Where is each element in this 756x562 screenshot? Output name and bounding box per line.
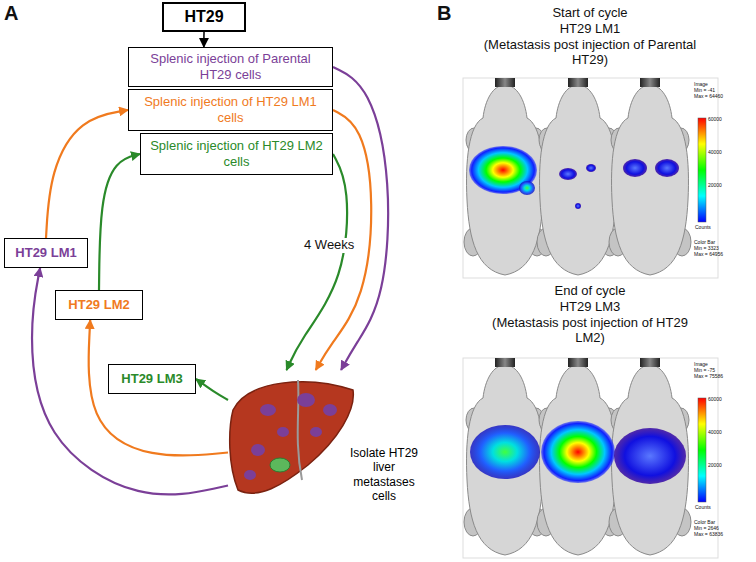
- time-label: 4 Weeks: [302, 238, 356, 253]
- panel-heading: End of cycle: [480, 284, 700, 299]
- source-box: HT29: [162, 2, 246, 32]
- panel-heading: HT29 LM3: [480, 300, 700, 315]
- bioluminescence-signal: [586, 164, 596, 172]
- metastasis-spot: [323, 404, 337, 416]
- color-bar-text: Min = 2646: [694, 526, 719, 532]
- cycle-arrow: [99, 154, 140, 290]
- image-frame: [463, 78, 718, 278]
- panel-letter: A: [4, 2, 18, 25]
- color-bar-text: 60000: [708, 117, 722, 123]
- box-text: HT29 LM2: [68, 297, 129, 313]
- liver-illustration: [228, 370, 358, 505]
- panel-heading: (Metastasis post injection of HT29 LM2): [480, 316, 700, 346]
- color-bar-text: 20000: [708, 183, 722, 189]
- bioluminescence-signal: [470, 425, 540, 479]
- liver-node: Isolate HT29 liver metastases cells: [228, 370, 423, 520]
- box-text: HT29: [184, 7, 223, 26]
- cycle-arrow: [46, 110, 128, 238]
- color-bar-text: Min = -75: [694, 368, 715, 374]
- bioluminescence-signal: [655, 159, 679, 177]
- color-bar-text: Image: [694, 362, 708, 368]
- panel-heading: HT29 LM1: [480, 22, 700, 37]
- step-note: Isolate HT29 liver metastases cells: [346, 446, 422, 504]
- bioluminescence-signal: [469, 146, 537, 194]
- nose-cone: [495, 78, 515, 87]
- color-bar: [698, 118, 706, 222]
- imaging-panel-end: [463, 358, 718, 558]
- mouse: [609, 365, 691, 555]
- bioluminescence-signal: [559, 168, 577, 180]
- bioluminescence-signal: [541, 421, 615, 483]
- bioluminescence-signal: [623, 159, 647, 177]
- bioluminescence-signal: [519, 181, 535, 195]
- color-bar-text: Max = 64460: [694, 94, 723, 100]
- cycle-arrow: [203, 32, 205, 47]
- cell-line-box: HT29 LM1: [4, 238, 88, 268]
- mouse: [464, 85, 546, 275]
- cycle-arrow: [89, 320, 228, 456]
- nose-cone: [640, 358, 660, 367]
- color-bar-text: Color Bar: [694, 520, 715, 526]
- color-bar-text: Max = 75586: [694, 374, 723, 380]
- cycle-arrow: [196, 379, 228, 400]
- color-bar-text: Max = 64956: [694, 252, 723, 258]
- bioluminescence-signal: [575, 203, 581, 209]
- nose-cone: [568, 358, 588, 367]
- metastasis-spot: [251, 444, 265, 456]
- liver-shape: [230, 382, 354, 493]
- panel-letter: B: [437, 2, 451, 25]
- box-text: Splenic injection of HT29 LM2 cells: [147, 138, 326, 169]
- panel-heading: Start of cycle: [480, 6, 700, 21]
- nose-cone: [495, 358, 515, 367]
- nose-cone: [568, 78, 588, 87]
- metastasis-spot: [244, 470, 256, 480]
- color-bar-text: Image: [694, 82, 708, 88]
- box-text: Splenic injection of HT29 LM1 cells: [135, 94, 326, 125]
- box-text: HT29 LM3: [121, 371, 182, 387]
- box-text: Splenic injection of Parental HT29 cells: [135, 51, 326, 82]
- color-bar-text: 40000: [708, 150, 722, 156]
- metastasis-spot: [310, 427, 322, 437]
- mouse: [537, 365, 619, 555]
- color-bar-text: Counts: [695, 505, 711, 511]
- process-box: Splenic injection of HT29 LM2 cells: [140, 133, 333, 175]
- color-bar: [698, 398, 706, 502]
- process-box: Splenic injection of Parental HT29 cells: [128, 47, 333, 87]
- mouse: [464, 365, 546, 555]
- mouse: [537, 85, 619, 275]
- cell-line-box: HT29 LM2: [55, 290, 143, 320]
- imaging-panel-start: [463, 78, 718, 278]
- color-bar-text: Min = 3323: [694, 246, 719, 252]
- metastasis-spot: [277, 427, 289, 437]
- cell-line-box: HT29 LM3: [108, 364, 196, 394]
- image-frame: [463, 358, 718, 558]
- color-bar-text: 20000: [708, 463, 722, 469]
- mouse: [609, 85, 691, 275]
- box-text: HT29 LM1: [15, 245, 76, 261]
- color-bar-text: Max = 63836: [694, 532, 723, 538]
- color-bar-text: 40000: [708, 430, 722, 436]
- process-box: Splenic injection of HT29 LM1 cells: [128, 89, 333, 131]
- gallbladder: [270, 458, 290, 472]
- bioluminescence-signal: [614, 428, 686, 484]
- cycle-arrow: [333, 67, 388, 370]
- cycle-arrow: [32, 268, 228, 494]
- color-bar-text: 60000: [708, 397, 722, 403]
- color-bar-text: Counts: [695, 225, 711, 231]
- cycle-arrow: [287, 154, 348, 370]
- nose-cone: [640, 78, 660, 87]
- metastasis-spot: [297, 393, 315, 407]
- metastasis-spot: [260, 404, 276, 416]
- color-bar-text: Min = -41: [694, 88, 715, 94]
- color-bar-text: Color Bar: [694, 240, 715, 246]
- panel-heading: (Metastasis post injection of Parental H…: [480, 38, 700, 68]
